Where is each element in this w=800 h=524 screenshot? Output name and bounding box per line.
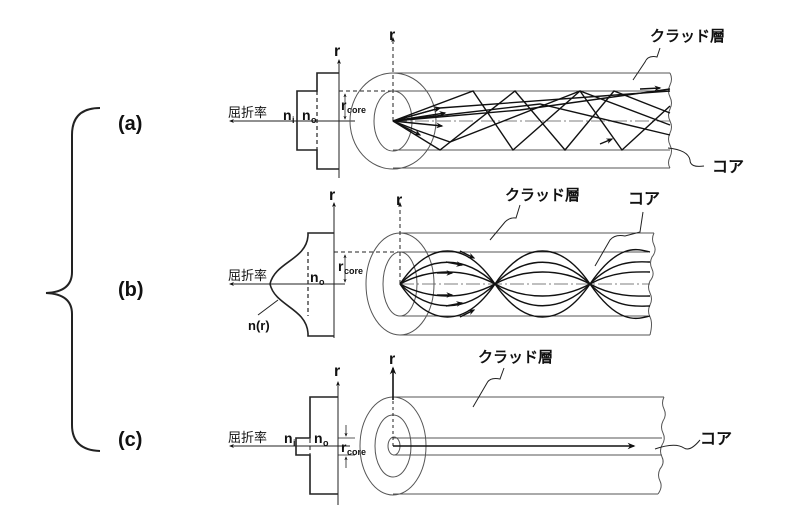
fiber-r-axis-label: r — [396, 192, 402, 209]
n-outer-label: n o — [302, 107, 317, 125]
graded-index-curve — [269, 235, 309, 334]
svg-text:core: core — [347, 105, 366, 115]
svg-text:r: r — [341, 439, 347, 455]
index-axis-label: 屈折率 — [228, 430, 267, 446]
n-profile-label: n(r) — [248, 318, 270, 333]
fiber-b — [365, 202, 656, 336]
r-core-label: r core — [341, 439, 366, 457]
panel-label-b: (b) — [118, 279, 144, 301]
fiber-a — [349, 37, 672, 170]
fiber-c — [359, 366, 666, 496]
cladding-label: クラッド層 — [505, 186, 580, 204]
cladding-label: クラッド層 — [650, 27, 725, 45]
core-label: コア — [712, 157, 744, 176]
grouping-brace — [45, 107, 101, 452]
panel-a: 屈折率 r n i n o r core r — [228, 27, 744, 178]
r-axis-label: r — [329, 187, 335, 204]
panel-b: 屈折率 r n o n(r) r core r — [228, 186, 660, 338]
svg-text:n: n — [314, 430, 323, 446]
svg-text:i: i — [292, 115, 295, 125]
svg-text:core: core — [347, 447, 366, 457]
svg-text:n: n — [283, 107, 292, 123]
panel-c: 屈折率 r n i n o r core r クラッド層 — [228, 348, 732, 505]
svg-text:r: r — [341, 97, 347, 113]
index-profile-b — [229, 202, 400, 338]
svg-text:n: n — [284, 430, 293, 446]
r-axis-label: r — [334, 43, 340, 60]
core-label: コア — [700, 429, 732, 448]
index-axis-label: 屈折率 — [228, 105, 267, 121]
svg-text:n: n — [310, 269, 319, 285]
r-axis-label: r — [334, 363, 340, 380]
svg-text:i: i — [293, 438, 296, 448]
panel-label-c: (c) — [118, 429, 142, 451]
svg-text:o: o — [319, 277, 325, 287]
fiber-r-axis-label: r — [389, 27, 395, 44]
svg-text:core: core — [344, 266, 363, 276]
n-inner-label: n i — [284, 430, 296, 448]
svg-text:n: n — [302, 107, 311, 123]
svg-text:o: o — [311, 115, 317, 125]
svg-text:o: o — [323, 438, 329, 448]
ray-paths-b — [399, 249, 651, 319]
index-profile-a — [229, 59, 400, 178]
index-axis-label: 屈折率 — [228, 268, 267, 284]
index-profile-c — [229, 381, 355, 505]
n-inner-label: n i — [283, 107, 295, 125]
cladding-label: クラッド層 — [478, 348, 553, 366]
panel-label-a: (a) — [118, 113, 142, 135]
r-core-label: r core — [341, 97, 366, 115]
ray-paths-a — [392, 85, 671, 152]
fiber-r-axis-label: r — [389, 351, 395, 368]
n-outer-label: n o — [314, 430, 329, 448]
svg-text:r: r — [338, 258, 344, 274]
cladding-end-face — [349, 72, 437, 170]
n-outer-label: n o — [310, 269, 325, 287]
r-core-label: r core — [338, 258, 363, 276]
core-label: コア — [628, 189, 660, 208]
